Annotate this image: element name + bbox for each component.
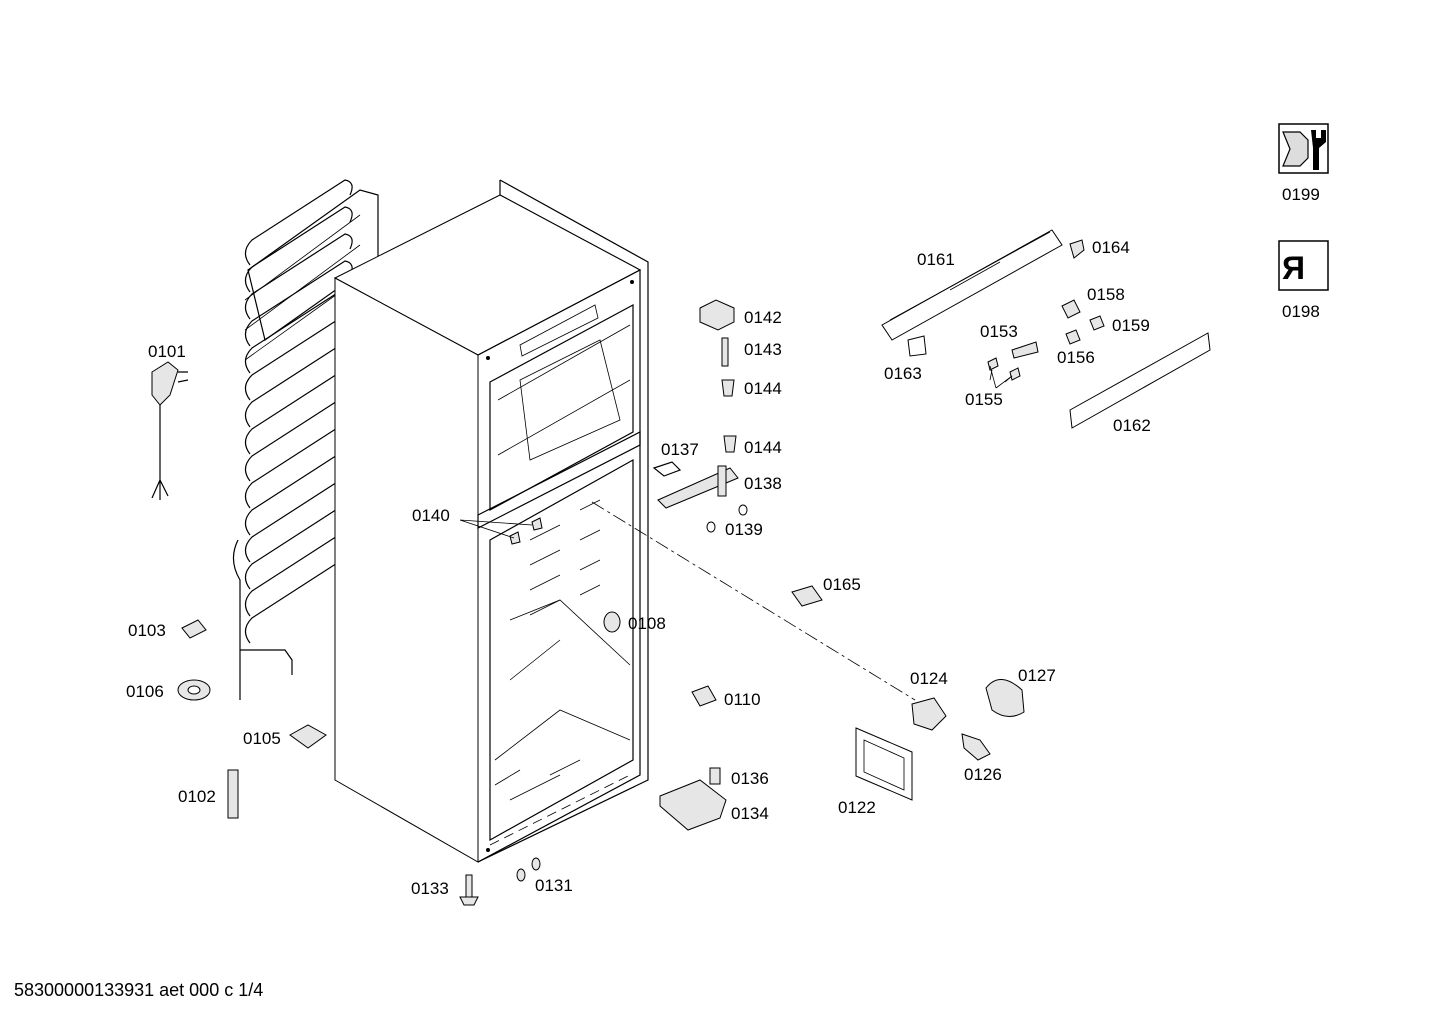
- bushing-upper-icon: [721, 379, 735, 397]
- hinge-pin-icon: [721, 337, 729, 367]
- part-label-0108: 0108: [628, 614, 666, 633]
- part-label-0164: 0164: [1092, 238, 1130, 257]
- spring-clip-icon: [652, 461, 682, 477]
- part-label-0158: 0158: [1087, 285, 1125, 304]
- drain-tube-icon: [181, 619, 207, 639]
- part-label-0140: 0140: [412, 506, 450, 525]
- relay-icon: [289, 724, 327, 749]
- lamp-socket-icon: [911, 697, 947, 731]
- shelf-supports-icon: [509, 517, 543, 545]
- part-label-0138: 0138: [744, 474, 782, 493]
- part-label-0134: 0134: [731, 804, 769, 823]
- part-label-0110: 0110: [724, 690, 761, 709]
- part-label-0103: 0103: [128, 621, 166, 640]
- part-label-0163: 0163: [884, 364, 922, 383]
- upper-hinge-cap-icon: [699, 299, 735, 331]
- part-label-0127: 0127: [1018, 666, 1056, 685]
- part-label-0144a: 0144: [744, 379, 782, 398]
- part-label-0133: 0133: [411, 879, 449, 898]
- control-housing-icon: [855, 727, 913, 801]
- r-symbol-label: 0198: [1282, 302, 1320, 321]
- part-label-0142: 0142: [744, 308, 782, 327]
- dryer-filter-icon: [227, 769, 239, 819]
- lower-hinge-icon: [659, 779, 727, 831]
- r-symbol-glyph: R: [1282, 250, 1305, 286]
- middle-hinge-icon: [657, 465, 739, 509]
- part-label-0105: 0105: [243, 729, 281, 748]
- part-label-0144b: 0144: [744, 438, 782, 457]
- adjustable-foot-icon: [459, 874, 479, 906]
- lamp-shade-icon: [985, 679, 1025, 717]
- part-label-0124: 0124: [910, 669, 948, 688]
- part-label-0155: 0155: [965, 390, 1003, 409]
- sensor-clip-icon: [791, 585, 823, 607]
- part-label-0106: 0106: [126, 682, 164, 701]
- small-components-icon: [987, 299, 1105, 383]
- service-tool-icon: [1278, 123, 1329, 174]
- bushing-lower-icon: [723, 435, 737, 453]
- part-label-0161: 0161: [917, 250, 955, 269]
- part-label-0153: 0153: [980, 322, 1018, 341]
- part-label-0136: 0136: [731, 769, 769, 788]
- lower-hinge-pin-icon: [709, 767, 721, 785]
- fan-wheel-icon: [177, 679, 211, 701]
- part-label-0162: 0162: [1113, 416, 1151, 435]
- part-label-0143: 0143: [744, 340, 782, 359]
- leader-lines: [459, 365, 1013, 539]
- part-label-0122: 0122: [838, 798, 876, 817]
- control-clip-icon: [1069, 239, 1085, 259]
- part-label-0102: 0102: [178, 787, 216, 806]
- bulb-icon: [961, 733, 991, 761]
- part-label-0126: 0126: [964, 765, 1002, 784]
- axis-line: [591, 501, 916, 701]
- washer-icon: [706, 504, 748, 533]
- document-footer: 58300000133931 aet 000 c 1/4: [14, 980, 264, 1000]
- trim-strip-icon: [1069, 332, 1211, 429]
- part-label-0101: 0101: [148, 342, 186, 361]
- cover-clip-icon: [907, 335, 927, 357]
- part-label-0131: 0131: [535, 876, 573, 895]
- lamp-cover-icon: [603, 611, 621, 633]
- part-labels: 0101 0103 0106 0105 0102 0133 0131 0140 0108 0142…: [126, 238, 1151, 898]
- part-label-0165: 0165: [823, 575, 861, 594]
- electronic-module-icon: [881, 229, 1063, 341]
- part-label-0137: 0137: [661, 440, 699, 459]
- fridge-cabinet: [333, 179, 649, 863]
- part-label-0159: 0159: [1112, 316, 1150, 335]
- r-symbol-icon: [1278, 240, 1329, 291]
- part-label-0156: 0156: [1057, 348, 1095, 367]
- power-cord-icon: [151, 361, 189, 500]
- service-label: 0199: [1282, 185, 1320, 204]
- part-label-0139: 0139: [725, 520, 763, 539]
- sleeve-icon: [691, 685, 717, 707]
- cover-caps-icon: [516, 857, 541, 882]
